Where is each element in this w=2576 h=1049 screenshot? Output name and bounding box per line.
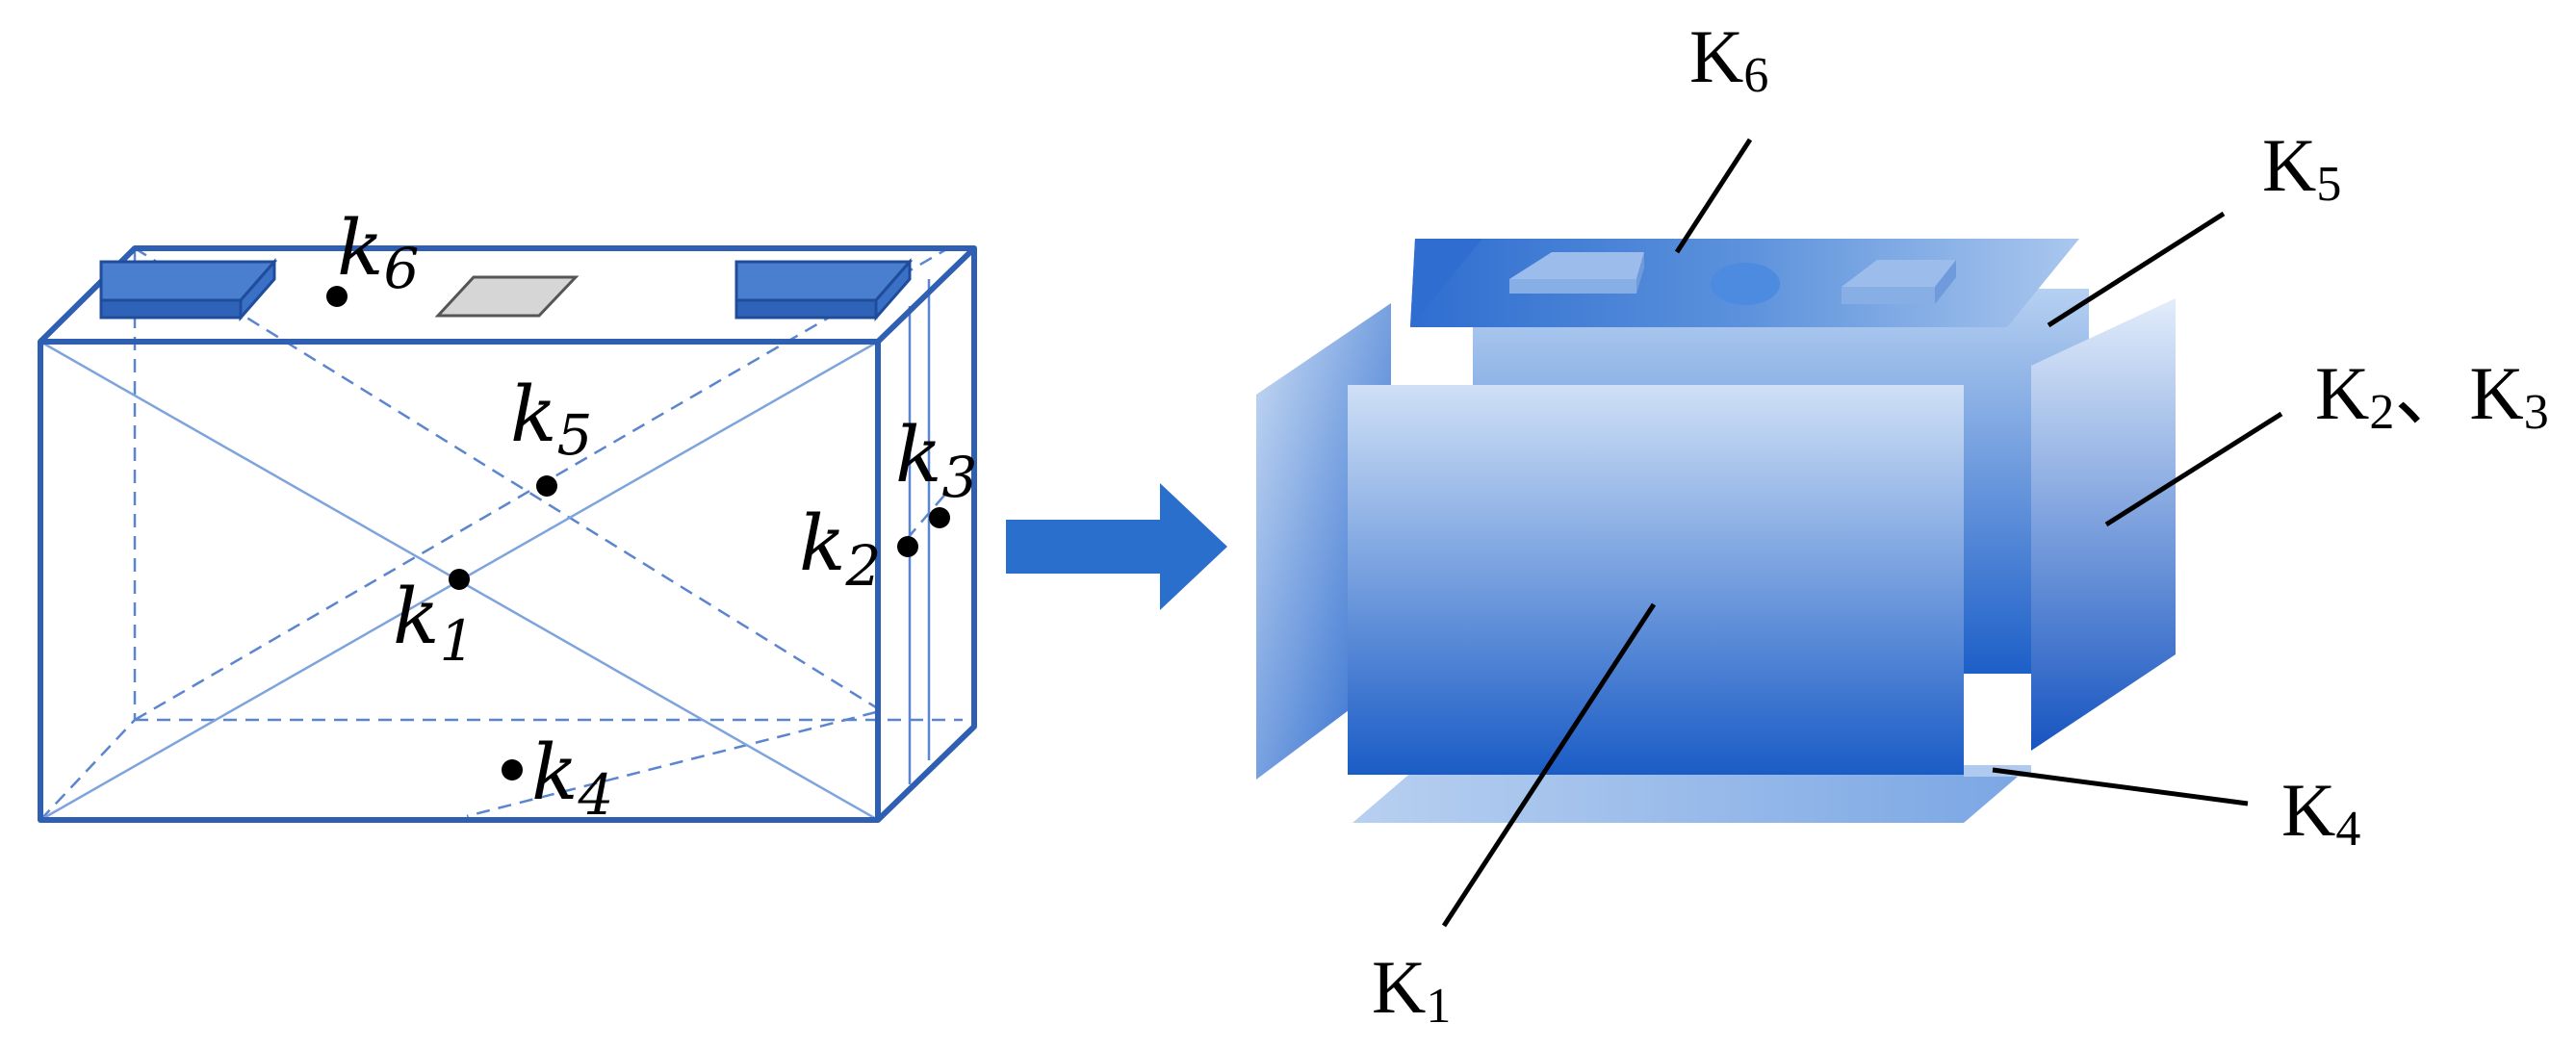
- leader-k5: [2047, 211, 2226, 328]
- box-outline: [38, 245, 977, 823]
- leader-k23: [2104, 411, 2283, 527]
- leader-k1: [1441, 602, 1657, 928]
- label-k2: k2: [799, 499, 881, 599]
- terminal-left: [99, 258, 278, 321]
- point-k5: [536, 475, 557, 497]
- label-k6: k6: [337, 203, 419, 301]
- leader-lines: [1441, 138, 2283, 928]
- label-k5: k5: [510, 370, 592, 468]
- label-k1: k1: [393, 572, 475, 674]
- label-K5: K5: [2262, 123, 2341, 212]
- panel-right: [2031, 298, 2176, 751]
- leader-k6: [1674, 138, 1753, 254]
- point-k1: [449, 569, 470, 590]
- measurement-points: [326, 286, 950, 780]
- panel-k1-front: [1348, 385, 1964, 775]
- label-K2-K3: K2、K3: [2315, 351, 2549, 440]
- transform-arrow: [1006, 483, 1227, 610]
- hidden-edges: [39, 246, 963, 821]
- top-terminal-left: [1509, 279, 1636, 294]
- exploded-model: [1256, 239, 2176, 823]
- point-k6: [326, 286, 348, 307]
- label-k3: k3: [895, 410, 977, 510]
- terminal-right: [734, 258, 914, 321]
- point-k3: [929, 507, 950, 528]
- panel-k6-top-left: [1410, 239, 1482, 327]
- top-terminal-right: [1842, 287, 1935, 304]
- label-K4: K4: [2281, 768, 2360, 857]
- leader-k4: [1992, 767, 2249, 806]
- label-K1: K1: [1372, 945, 1451, 1034]
- top-terminal-right-face: [1842, 260, 1956, 287]
- vent-plate: [434, 275, 580, 318]
- top-terminal-right-side: [1935, 260, 1956, 304]
- label-k4: k4: [531, 728, 613, 828]
- top-terminal-left-face: [1509, 252, 1644, 279]
- top-vent: [1711, 263, 1780, 305]
- point-k4: [502, 759, 523, 780]
- battery-box: k6 k5 k1 k2 k3 k4: [38, 203, 977, 828]
- top-terminal-left-side: [1636, 252, 1644, 294]
- point-k2: [897, 536, 918, 557]
- label-K6: K6: [1689, 14, 1768, 103]
